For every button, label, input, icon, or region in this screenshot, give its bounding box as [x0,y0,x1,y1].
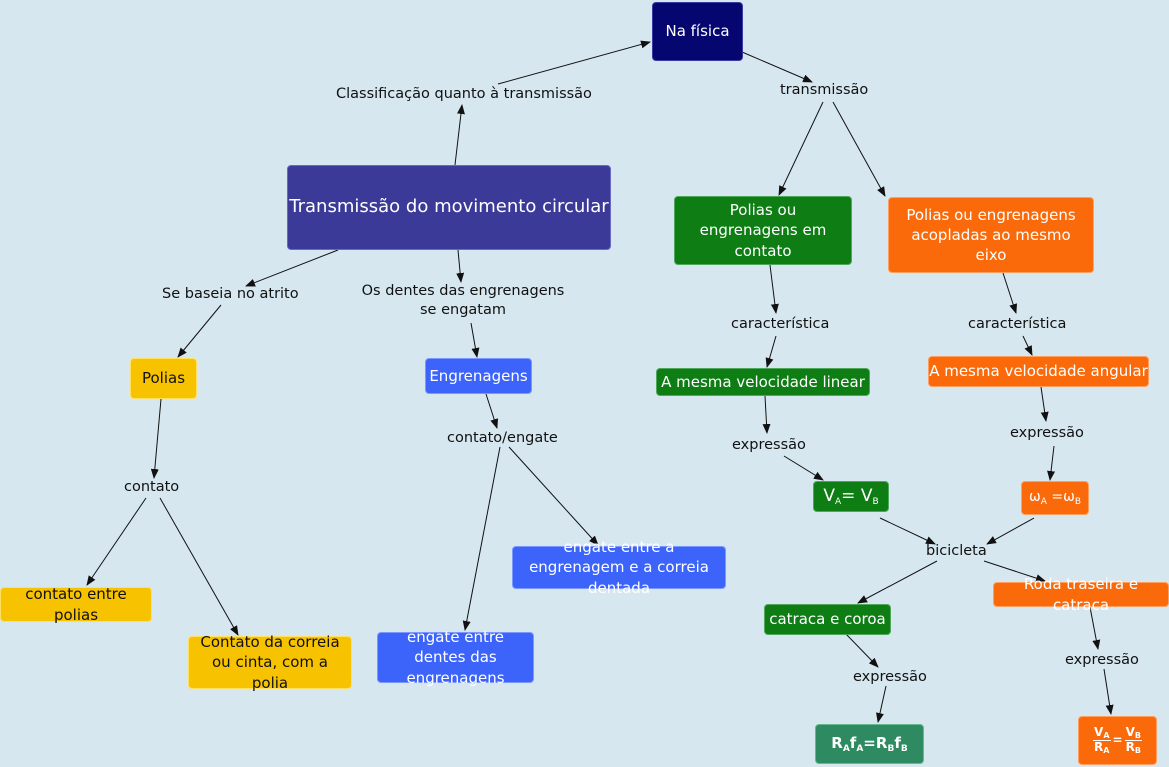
node-formula-rf[interactable]: RAfA=RBfB [815,724,924,764]
node-contato-entre-polias[interactable]: contato entre polias [0,585,152,624]
connector-lines [86,40,1114,723]
node-roda-traseira-catraca-text: Roda traseira e catraca [1023,575,1139,614]
formula-va-vb: VA= VB [823,485,879,507]
node-engrenagens-text: Engrenagens [429,366,528,385]
node-formula-va-vb[interactable]: VA= VB [813,481,889,512]
node-engate-correia-dentada-text: engate entre a engrenagem e a correia de… [529,538,709,597]
label-se-baseia-atrito: Se baseia no atrito [162,286,299,302]
node-mesma-velocidade-angular[interactable]: A mesma velocidade angular [928,356,1149,387]
label-expressao-2: expressão [1010,425,1084,441]
label-caracteristica-2: característica [968,316,1067,332]
node-formula-omega[interactable]: ωA =ωB [1021,481,1089,515]
formula-omega: ωA =ωB [1028,488,1081,507]
node-engrenagens[interactable]: Engrenagens [425,358,532,394]
node-contato-correia-text: Contato da correia ou cinta, com a polia [200,633,340,692]
node-mesma-velocidade-linear[interactable]: A mesma velocidade linear [656,368,870,396]
node-polias-engrenagens-contato-text: Polias ou engrenagens em contato [699,201,827,260]
node-mesma-velocidade-linear-text: A mesma velocidade linear [661,372,865,391]
node-polias-text: Polias [141,369,186,388]
formula-rf: RAfA=RBfB [831,733,908,754]
label-bicicleta: bicicleta [926,543,987,559]
node-contato-correia[interactable]: Contato da correia ou cinta, com a polia [188,633,352,692]
node-engate-dentes[interactable]: engate entre dentes das engrenagens [377,628,534,687]
node-engate-dentes-text: engate entre dentes das engrenagens [406,628,505,687]
label-contato-engate: contato/engate [447,430,558,446]
node-polias[interactable]: Polias [130,358,197,399]
label-dentes-engatam: Os dentes das engrenagens se engatam [361,283,565,318]
label-caracteristica-1: característica [731,316,830,332]
label-classificacao: Classificação quanto à transmissão [336,86,592,102]
node-mesma-velocidade-angular-text: A mesma velocidade angular [929,362,1148,381]
node-polias-engrenagens-eixo-text: Polias ou engrenagens acopladas ao mesmo… [906,205,1076,265]
node-polias-engrenagens-eixo[interactable]: Polias ou engrenagens acopladas ao mesmo… [888,197,1094,273]
node-roda-traseira-catraca[interactable]: Roda traseira e catraca [993,575,1169,614]
node-transmissao-movimento-circular-text: Transmissão do movimento circular [289,196,609,218]
node-engate-correia-dentada[interactable]: engate entre a engrenagem e a correia de… [512,538,726,597]
node-contato-entre-polias-text: contato entre polias [25,585,127,624]
label-contato: contato [124,479,180,495]
label-expressao-1: expressão [732,437,806,453]
node-transmissao-movimento-circular[interactable]: Transmissão do movimento circular [287,165,611,250]
node-catraca-coroa[interactable]: catraca e coroa [764,604,891,635]
label-transmissao: transmissão [780,82,869,98]
node-na-fisica-text: Na física [665,22,730,41]
node-polias-engrenagens-contato[interactable]: Polias ou engrenagens em contato [674,196,852,265]
label-expressao-3: expressão [853,669,927,685]
node-catraca-coroa-text: catraca e coroa [769,610,886,629]
node-na-fisica[interactable]: Na física [652,2,743,61]
label-expressao-4: expressão [1065,652,1139,668]
